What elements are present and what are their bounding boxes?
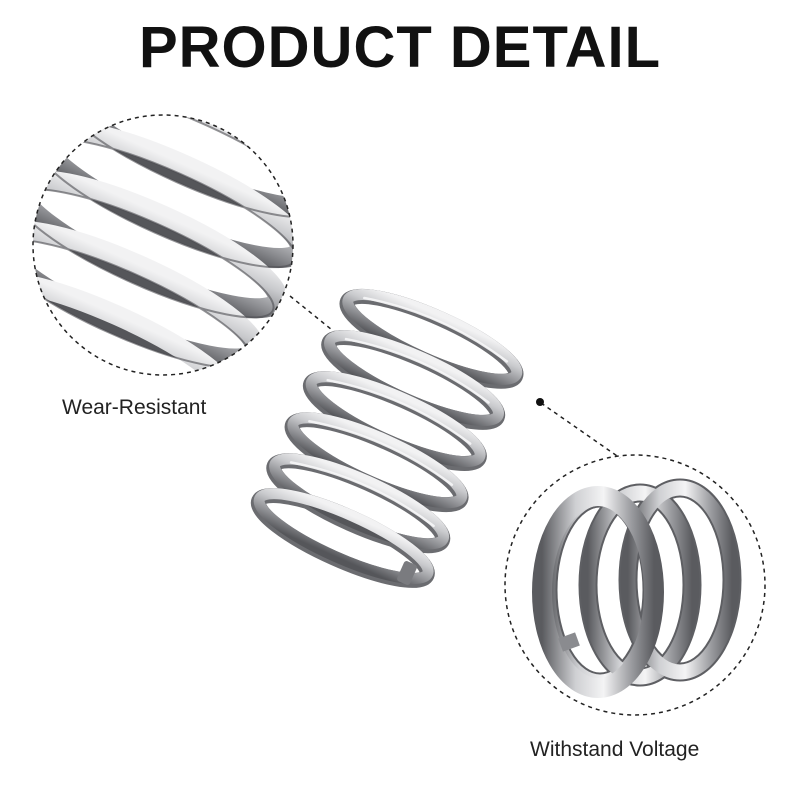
callout-label-withstand-voltage: Withstand Voltage: [530, 738, 700, 761]
callout-connector-right: [536, 398, 621, 459]
callout-label-wear-resistant: Wear-Resistant: [62, 396, 207, 419]
spring-end-view-image: [532, 478, 742, 698]
zoom-circle-left: [32, 114, 294, 376]
page-title: PRODUCT DETAIL: [138, 15, 661, 80]
main-spring-image: [250, 288, 524, 588]
spring-coils-closeup-image: [33, 115, 293, 375]
zoom-circle-right: [504, 454, 766, 716]
